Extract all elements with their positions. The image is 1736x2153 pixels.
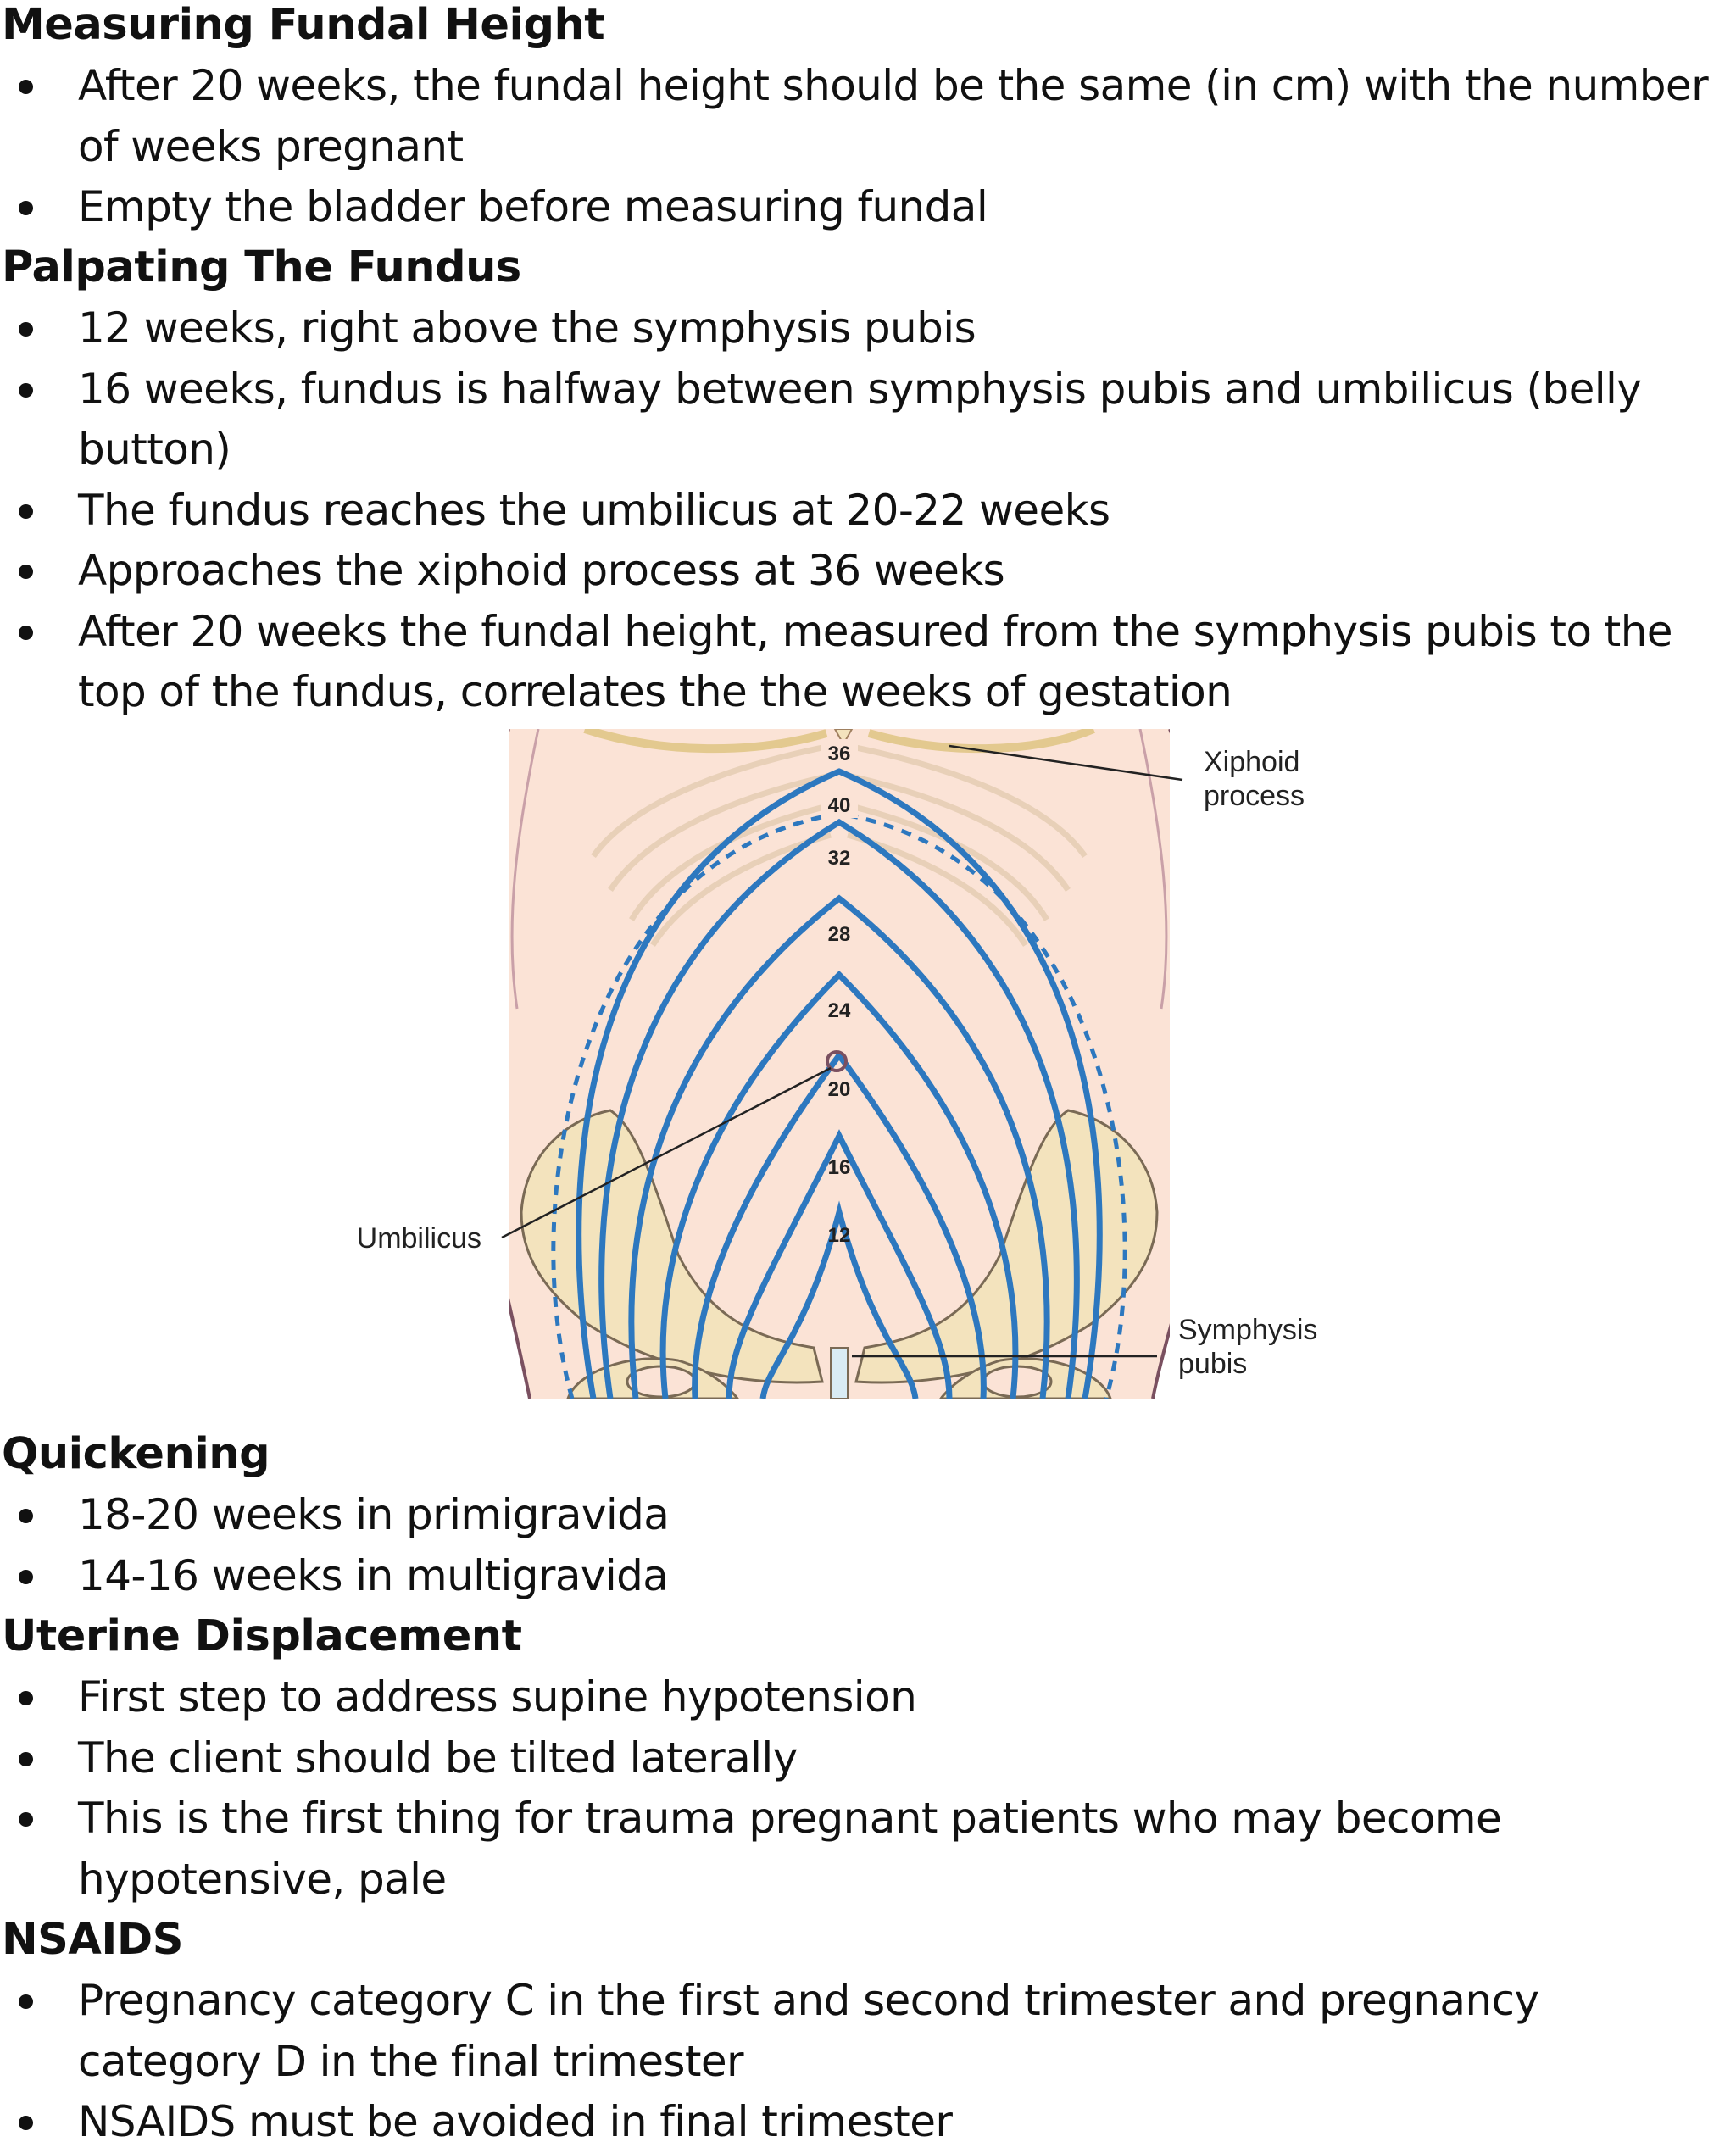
list-uterine-displacement: First step to address supine hypotension… <box>0 1667 1729 1910</box>
week-labels: 36 40 32 28 24 20 16 12 <box>821 739 858 1247</box>
fundal-height-diagram: 36 40 32 28 24 20 16 12 Xiphoid process … <box>356 729 1339 1399</box>
fundal-height-illustration: 36 40 32 28 24 20 16 12 Xiphoid process … <box>357 729 1318 1399</box>
week-label: 28 <box>828 923 851 946</box>
list-item: 14-16 weeks in multigravida <box>0 1546 1729 1607</box>
upper-rib-left <box>583 729 828 754</box>
symphysis-label-line1: Symphysis <box>1178 1314 1317 1346</box>
list-item: 12 weeks, right above the symphysis pubi… <box>0 298 1729 359</box>
heading-palpating-the-fundus: Palpating The Fundus <box>2 242 521 292</box>
callout-labels: Xiphoid process Umbilicus Symphysis pubi… <box>357 746 1318 1380</box>
heading-quickening: Quickening <box>2 1429 270 1479</box>
body-outline-left <box>509 729 531 1399</box>
umbilicus-mark <box>826 1050 848 1072</box>
list-item: Pregnancy category C in the first and se… <box>0 1971 1729 2092</box>
week-label: 16 <box>828 1156 851 1179</box>
xiphoid-tip <box>833 729 854 747</box>
list-item: After 20 weeks, the fundal height should… <box>0 56 1729 177</box>
heading-nsaids: NSAIDS <box>2 1915 183 1965</box>
umbilicus-callout-line <box>501 1066 832 1239</box>
list-item: 18-20 weeks in primigravida <box>0 1485 1729 1546</box>
symphysis-joint <box>830 1347 849 1399</box>
heading-measuring-fundal-height: Measuring Fundal Height <box>2 0 605 50</box>
week-label: 36 <box>828 743 851 765</box>
week-label: 32 <box>828 847 851 870</box>
list-nsaids: Pregnancy category C in the first and se… <box>0 1971 1729 2153</box>
week-label: 24 <box>828 999 851 1022</box>
list-quickening: 18-20 weeks in primigravida 14-16 weeks … <box>0 1485 1729 1606</box>
xiphoid-label-line2: process <box>1204 780 1305 812</box>
list-item: NSAIDS must be avoided in final trimeste… <box>0 2092 1729 2153</box>
xiphoid-label-line1: Xiphoid <box>1204 746 1299 778</box>
arm-line-right <box>1138 729 1168 1010</box>
week-label: 40 <box>828 794 851 817</box>
list-item: Empty the bladder before measuring funda… <box>0 177 1729 238</box>
arm-line-left <box>510 729 540 1010</box>
week-label: 20 <box>828 1078 851 1101</box>
list-palpating-the-fundus: 12 weeks, right above the symphysis pubi… <box>0 298 1729 723</box>
list-item: The fundus reaches the umbilicus at 20-2… <box>0 481 1729 542</box>
list-item: Approaches the xiphoid process at 36 wee… <box>0 541 1729 602</box>
list-item: First step to address supine hypotension <box>0 1667 1729 1728</box>
list-item: 16 weeks, fundus is halfway between symp… <box>0 359 1729 481</box>
xiphoid-callout-line <box>949 744 1183 782</box>
list-measuring-fundal-height: After 20 weeks, the fundal height should… <box>0 56 1729 238</box>
heading-uterine-displacement: Uterine Displacement <box>2 1611 522 1661</box>
umbilicus-label: Umbilicus <box>357 1222 481 1255</box>
list-item: The client should be tilted laterally <box>0 1728 1729 1789</box>
symphysis-label-line2: pubis <box>1178 1348 1247 1380</box>
list-item: This is the first thing for trauma pregn… <box>0 1789 1729 1910</box>
fundal-height-curves <box>576 768 1103 1399</box>
list-item: After 20 weeks the fundal height, measur… <box>0 602 1729 723</box>
upper-rib-right <box>867 729 1095 754</box>
week-label: 12 <box>828 1224 851 1247</box>
